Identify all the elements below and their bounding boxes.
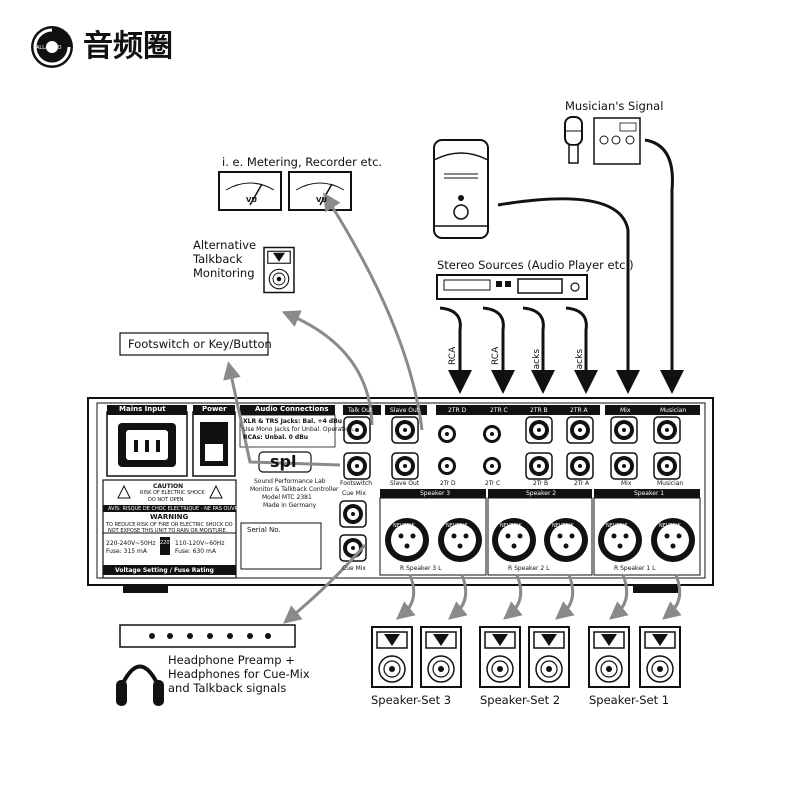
musicians-signal-label: Musician's Signal — [565, 99, 664, 113]
speaker-3-bottom: R Speaker 3 L — [400, 565, 442, 572]
footswitch-box — [119, 332, 269, 356]
cable-jacks-1: Jacks — [532, 348, 542, 372]
brand-title: 音频圈 — [83, 29, 173, 64]
metering-label: i. e. Metering, Recorder etc. — [222, 155, 383, 169]
stereo-sources-label: Stereo Sources (Audio Player etc.) — [437, 258, 634, 272]
neutrik-label-2: NEUTRIK — [446, 523, 468, 529]
vu-label-2: VU — [316, 196, 328, 204]
cue-mix-bottom-label: Cue Mix — [342, 565, 366, 572]
speaker-set-2-label: Speaker-Set 2 — [480, 693, 561, 707]
volt-1-line-2: Fuse: 315 mA — [106, 548, 147, 555]
input-musician-bottom: Musician — [657, 480, 684, 487]
volt-2-line-1: 110-120V~60Hz — [175, 540, 225, 547]
mic-preamp-icon — [593, 117, 641, 165]
headphone-line-3: and Talkback signals — [168, 681, 287, 695]
input-musician-top: Musician — [660, 407, 687, 414]
footswitch-key-label: Footswitch or Key/Button — [128, 337, 272, 351]
maker-line-4: Made in Germany — [263, 502, 317, 509]
avis-text: AVIS: RISQUE DE CHOC ELECTRIQUE - NE PAS… — [108, 506, 243, 512]
input-2tr-a-bottom: 2Tr A — [574, 480, 590, 487]
speaker-1-bottom: R Speaker 1 L — [614, 565, 656, 572]
maker-line-2: Monitor & Talkback Controller — [250, 486, 339, 493]
speaker-3-banner: Speaker 3 — [420, 490, 451, 497]
microphone-icon — [564, 116, 583, 164]
audio-connections-label: Audio Connections — [255, 405, 329, 413]
neutrik-label-1: NEUTRIK — [393, 523, 415, 529]
speaker-set-3-label: Speaker-Set 3 — [371, 693, 452, 707]
speaker-set-1-label: Speaker-Set 1 — [589, 693, 670, 707]
caution-line-3: DO NOT OPEN — [148, 497, 184, 503]
vu-meter-icon — [218, 171, 352, 211]
input-2tr-d-bottom: 2Tr D — [440, 480, 456, 487]
warning-line-1: TO REDUCE RISK OF FIRE OR ELECTRIC SHOCK… — [106, 522, 233, 528]
serial-no-label: Serial No. — [247, 526, 281, 534]
power-label: Power — [202, 405, 227, 413]
slave-out-label: Slave Out — [390, 407, 420, 414]
vu-label-1: VU — [246, 196, 258, 204]
cable-rca-2: RCA — [491, 346, 501, 365]
headphone-line-1: Headphone Preamp + — [168, 653, 295, 667]
headphone-line-2: Headphones for Cue-Mix — [168, 667, 310, 681]
brand-logo-text: ALLAUDIO — [36, 45, 62, 51]
audio-conn-line-2: Use Mono Jacks for Unbal. Operation. — [243, 426, 355, 433]
voltage-setting-label: Voltage Setting / Fuse Rating — [115, 567, 214, 574]
alt-talkback-line-3: Monitoring — [193, 266, 255, 280]
input-mix-top: Mix — [620, 407, 631, 414]
input-2tr-a-top: 2TR A — [570, 407, 588, 414]
speaker-1-banner: Speaker 1 — [634, 490, 665, 497]
spl-brand-mark: spl — [270, 452, 297, 471]
audio-player-icon — [436, 274, 588, 300]
speaker-2-banner: Speaker 2 — [526, 490, 557, 497]
brand-logo-icon — [31, 26, 73, 68]
input-2tr-c-bottom: 2Tr C — [485, 480, 501, 487]
headphone-preamp-icon — [119, 624, 296, 648]
cue-mix-top-label: Cue Mix — [342, 490, 366, 497]
input-2tr-c-top: 2TR C — [490, 407, 508, 414]
mains-input-label: Mains Input — [119, 405, 166, 413]
alt-talkback-line-1: Alternative — [193, 238, 257, 252]
talk-out-label: Talk Out — [348, 407, 373, 414]
speaker-set-2-icon — [479, 626, 570, 688]
alt-talkback-monitor-icon — [263, 246, 295, 294]
cable-rca-1: RCA — [448, 346, 458, 365]
volt-switch: 220V — [160, 540, 173, 546]
computer-tower-icon — [433, 139, 489, 239]
output-arrows — [223, 192, 682, 624]
input-2tr-d-top: 2TR D — [448, 407, 467, 414]
speaker-2-bottom: R Speaker 2 L — [508, 565, 550, 572]
slave-out-bottom-label: Slave Out — [390, 480, 420, 487]
input-2tr-b-bottom: 2Tr B — [533, 480, 549, 487]
speaker-set-1-icon — [588, 626, 681, 688]
speaker-set-3-icon — [371, 626, 462, 688]
warning-label: WARNING — [150, 513, 189, 521]
volt-2-line-2: Fuse: 630 mA — [175, 548, 216, 555]
caution-line-2: RISK OF ELECTRIC SHOCK — [140, 490, 205, 496]
audio-conn-line-1: XLR & TRS Jacks: Bal. +4 dBu — [243, 418, 342, 425]
warning-line-2: NOT EXPOSE THIS UNIT TO RAIN OR MOISTURE… — [108, 528, 228, 534]
cable-jacks-2: Jacks — [575, 348, 585, 372]
neutrik-label-6: NEUTRIK — [659, 523, 681, 529]
input-arrows — [439, 138, 684, 394]
input-mix-bottom: Mix — [621, 480, 632, 487]
maker-line-1: Sound Performance Lab — [254, 478, 326, 485]
volt-1-line-1: 220-240V~50Hz — [106, 540, 156, 547]
neutrik-label-5: NEUTRIK — [606, 523, 628, 529]
headphones-icon — [116, 664, 164, 706]
alt-talkback-line-2: Talkback — [193, 252, 243, 266]
caution-line-1: CAUTION — [153, 483, 184, 490]
maker-line-3: Model MTC 2381 — [262, 494, 312, 501]
neutrik-label-4: NEUTRIK — [552, 523, 574, 529]
input-2tr-b-top: 2TR B — [530, 407, 548, 414]
footswitch-port-label: Footswitch — [340, 480, 373, 487]
neutrik-label-3: NEUTRIK — [500, 523, 522, 529]
audio-conn-line-3: RCAs: Unbal. 0 dBu — [243, 434, 309, 441]
device-rear-panel — [87, 397, 714, 593]
